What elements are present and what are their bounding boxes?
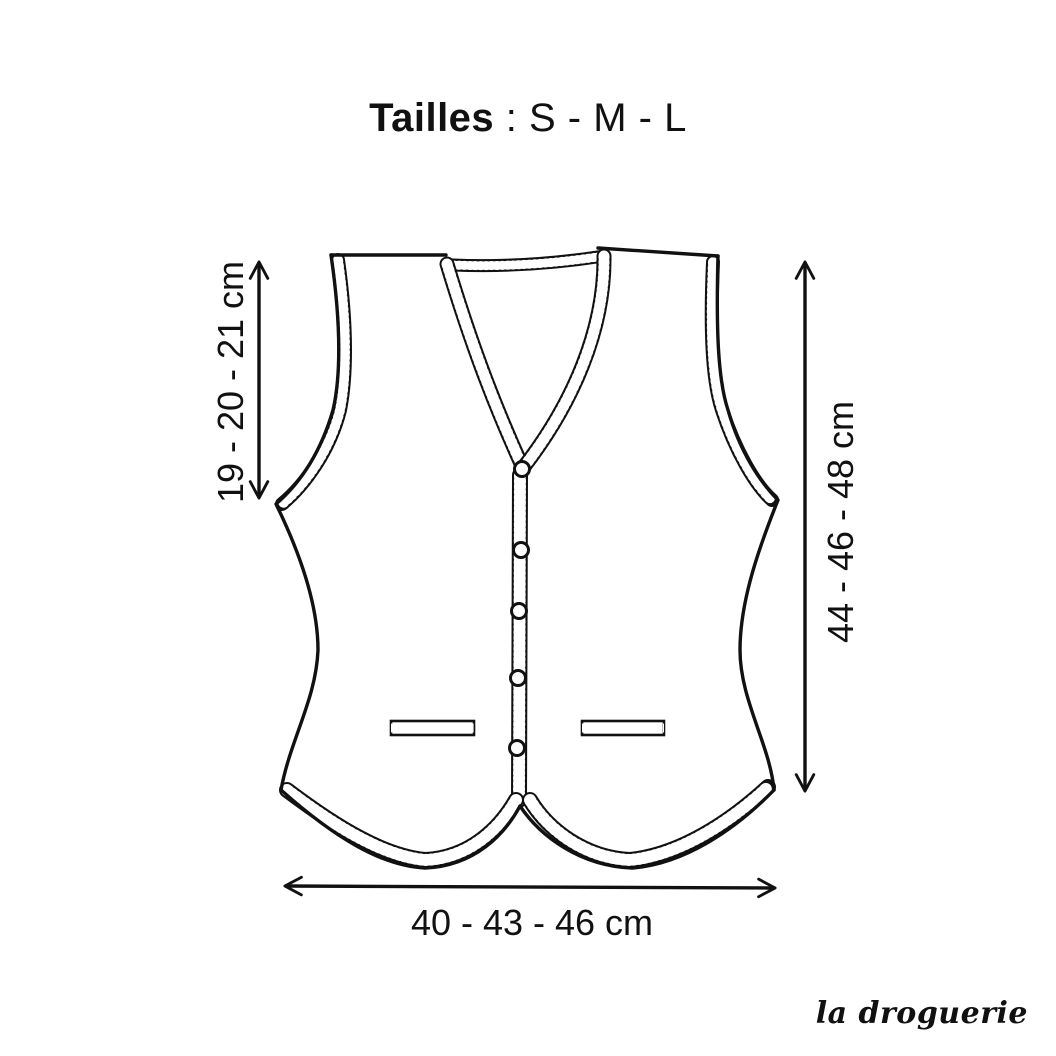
brand-logo: la droguerie [815,996,1028,1031]
sizes-title: Tailles : S - M - L [0,92,1056,144]
button [509,669,527,687]
button [512,541,530,559]
button [510,602,528,620]
pocket-welts [389,719,666,737]
dimension-arrows [248,260,816,899]
button [513,460,531,478]
sizes-title-label: Tailles [369,96,495,140]
buttons [508,460,531,757]
right-neckline-rib [515,248,612,476]
total-length-label: 44 - 46 - 48 cm [820,400,861,644]
width-arrow [283,875,777,899]
armhole-depth-label: 19 - 20 - 21 cm [210,260,251,504]
width-label: 40 - 43 - 46 cm [410,902,654,943]
ribbed-trims [275,248,779,868]
sizes-title-values: : S - M - L [494,96,687,140]
vest-outline [274,246,780,870]
button [508,739,526,757]
